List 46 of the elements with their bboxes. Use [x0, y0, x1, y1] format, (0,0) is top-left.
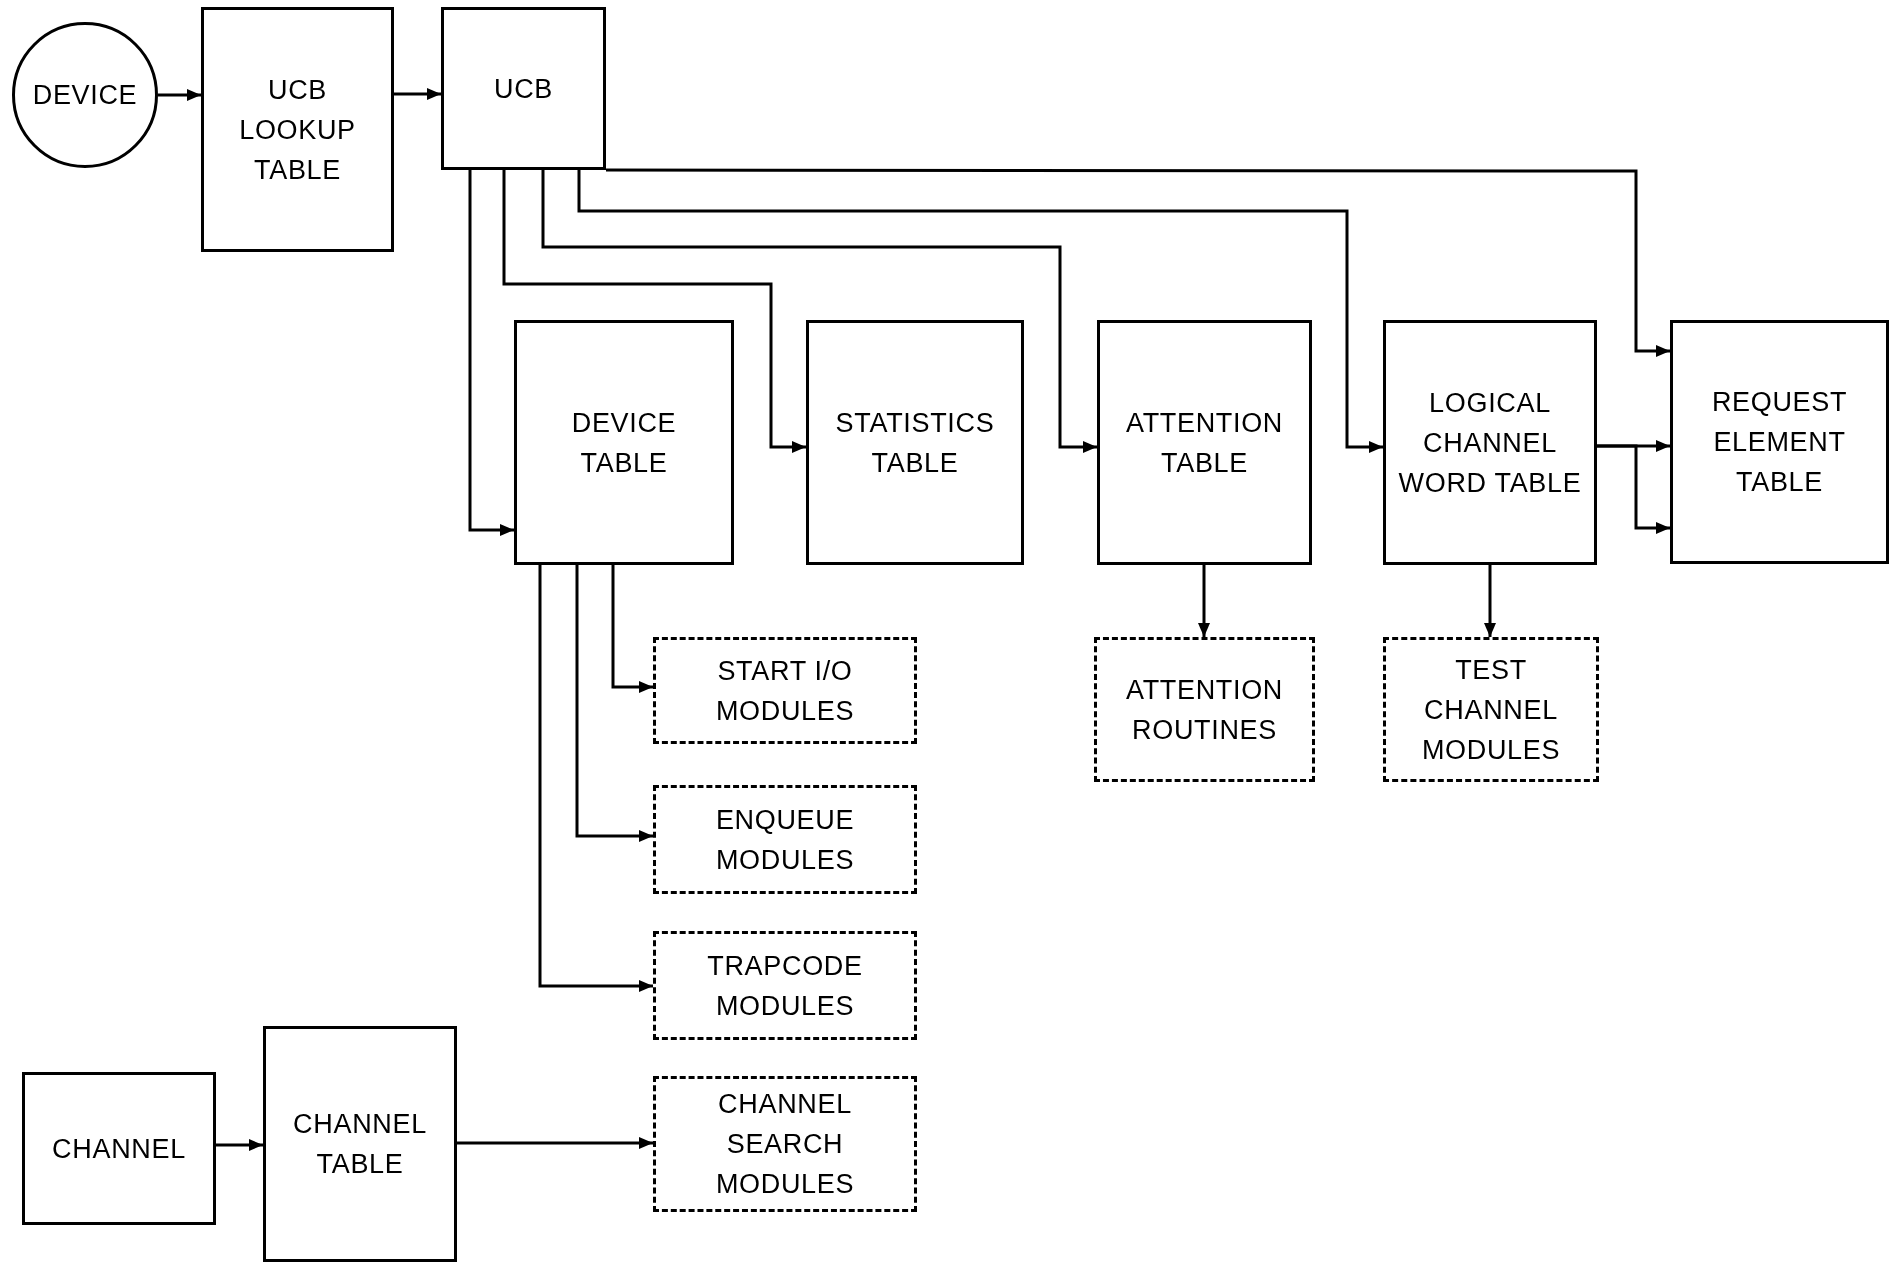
module-box	[653, 785, 917, 894]
arrow	[606, 168, 1670, 357]
box-label: LOGICAL CHANNEL WORD TABLE	[1397, 386, 1583, 500]
box-label: CHANNEL TABLE	[292, 1108, 428, 1181]
module-box	[653, 1076, 917, 1212]
arrow	[1198, 565, 1210, 637]
arrow	[216, 1139, 263, 1151]
table-box	[201, 7, 394, 252]
box-label: ATTENTION ROUTINES	[1124, 673, 1285, 747]
box-label: REQUEST ELEMENT TABLE	[1710, 386, 1849, 499]
table-box	[806, 320, 1024, 565]
module-box	[1094, 637, 1315, 782]
arrow	[611, 565, 653, 693]
arrow	[577, 170, 1383, 453]
box-label: STATISTICS TABLE	[834, 406, 996, 480]
box-label: TRAPCODE MODULES	[706, 949, 864, 1023]
table-box	[1097, 320, 1312, 565]
table-box	[441, 7, 606, 170]
box-label: CHANNEL	[51, 1132, 187, 1166]
box-label: TEST CHANNEL MODULES	[1420, 653, 1562, 767]
module-box	[653, 931, 917, 1040]
arrow	[575, 565, 653, 842]
arrow	[457, 1137, 653, 1149]
box-label: START I/O MODULES	[714, 654, 856, 728]
module-box	[1383, 637, 1599, 782]
box-label: ENQUEUE MODULES	[714, 803, 856, 877]
arrow	[394, 88, 441, 100]
arrow	[1597, 444, 1670, 534]
arrow	[541, 170, 1097, 453]
table-box	[1383, 320, 1597, 565]
table-box	[1670, 320, 1889, 564]
module-box	[653, 637, 917, 744]
box-label: UCB LOOKUP TABLE	[238, 73, 357, 187]
box-label: DEVICE	[31, 79, 139, 112]
arrow	[468, 170, 514, 536]
table-box	[22, 1072, 216, 1225]
box-label: UCB	[493, 72, 554, 106]
arrow	[1484, 565, 1496, 637]
arrow	[538, 565, 653, 992]
arrow	[158, 89, 201, 101]
table-box	[514, 320, 734, 565]
box-label: DEVICE TABLE	[570, 406, 678, 480]
box-label: ATTENTION TABLE	[1124, 406, 1285, 480]
table-box	[263, 1026, 457, 1262]
arrow	[502, 170, 806, 453]
box-label: CHANNEL SEARCH MODULES	[714, 1088, 856, 1201]
